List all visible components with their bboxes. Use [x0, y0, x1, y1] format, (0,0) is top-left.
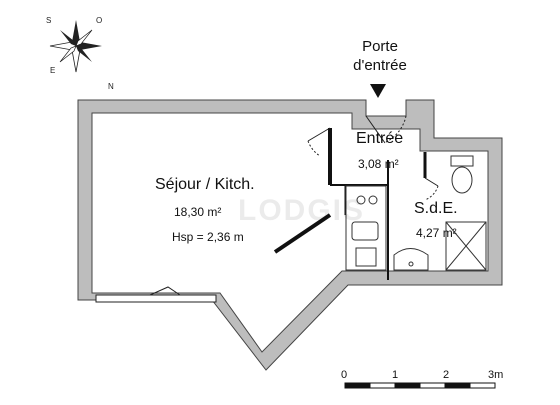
- entry-arrow-icon: [370, 84, 386, 98]
- room-name-sejour: Séjour / Kitch.: [155, 176, 255, 193]
- room-area-sde: 4,27 m²: [416, 226, 457, 240]
- toilet-icon: [450, 155, 474, 194]
- entrance-door-icon: [365, 115, 407, 144]
- compass-label-e: E: [50, 66, 56, 75]
- entrance-label-line2: d'entrée: [353, 57, 407, 74]
- exterior-wall: [77, 99, 503, 371]
- bathroom-door-icon: [424, 177, 439, 201]
- shower-tray-icon: [445, 221, 487, 271]
- window-icon: [95, 286, 217, 303]
- kitchen-counter: [345, 185, 387, 271]
- watermark: LODGIS: [238, 194, 366, 227]
- scale-tick-2: 2: [443, 369, 450, 381]
- compass-label-n: N: [108, 82, 114, 91]
- interior-walls: [273, 128, 427, 280]
- scale-tick-3: 3m: [488, 369, 504, 381]
- compass-label-o: O: [96, 16, 103, 25]
- scale-tick-1: 1: [392, 369, 399, 381]
- room-height-sejour: Hsp = 2,36 m: [172, 230, 244, 244]
- interior-door-icon: [307, 127, 331, 157]
- compass-rose-icon: [49, 20, 102, 73]
- scale-tick-0: 0: [341, 369, 348, 381]
- room-name-entree: Entrée: [356, 130, 404, 147]
- compass-label-s: S: [46, 16, 52, 25]
- room-area-sejour: 18,30 m²: [174, 205, 222, 219]
- room-area-entree: 3,08 m²: [358, 157, 399, 171]
- room-name-sde: S.d.E.: [414, 200, 458, 217]
- scale-bar: [344, 382, 496, 389]
- entrance-label-line1: Porte: [362, 38, 398, 55]
- washbasin-icon: [393, 248, 429, 271]
- entrance-label: Porte d'entrée: [346, 37, 414, 75]
